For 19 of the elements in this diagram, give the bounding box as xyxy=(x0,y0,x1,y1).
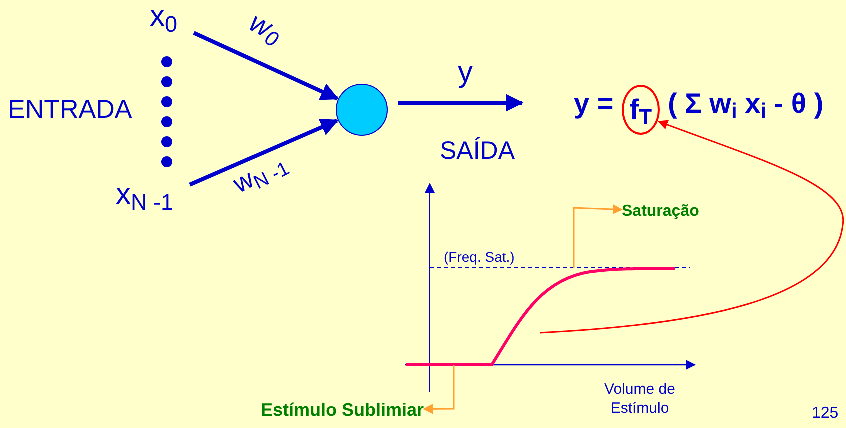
arrow xyxy=(189,118,339,187)
label-text: (Freq. Sat.) xyxy=(444,249,515,266)
annotation-text: Estímulo Sublimiar xyxy=(228,398,424,422)
edge-label: y xyxy=(458,58,473,88)
leader-arrow xyxy=(423,365,455,414)
input-label: x$_{0}$ xyxy=(150,2,194,44)
arrow xyxy=(193,31,340,101)
formula-text: y = xyxy=(574,87,614,121)
input-label: x$_{N -1}$ xyxy=(116,180,190,222)
label-text: Volume de Estímulo xyxy=(604,381,676,418)
leader-arrow xyxy=(540,120,844,334)
label-text: SAÍDA xyxy=(440,136,516,167)
arrow xyxy=(398,94,524,112)
page-number: 125 xyxy=(812,404,839,424)
highlight-ellipse: f$_{T}$ xyxy=(622,85,660,135)
leader-arrow xyxy=(573,204,623,268)
annotation-text: Saturação xyxy=(622,199,734,225)
formula-text: ( Σ w$_{i}$ x$_{i}$ - θ ) xyxy=(668,87,824,121)
label-text: ENTRADA xyxy=(8,93,132,126)
